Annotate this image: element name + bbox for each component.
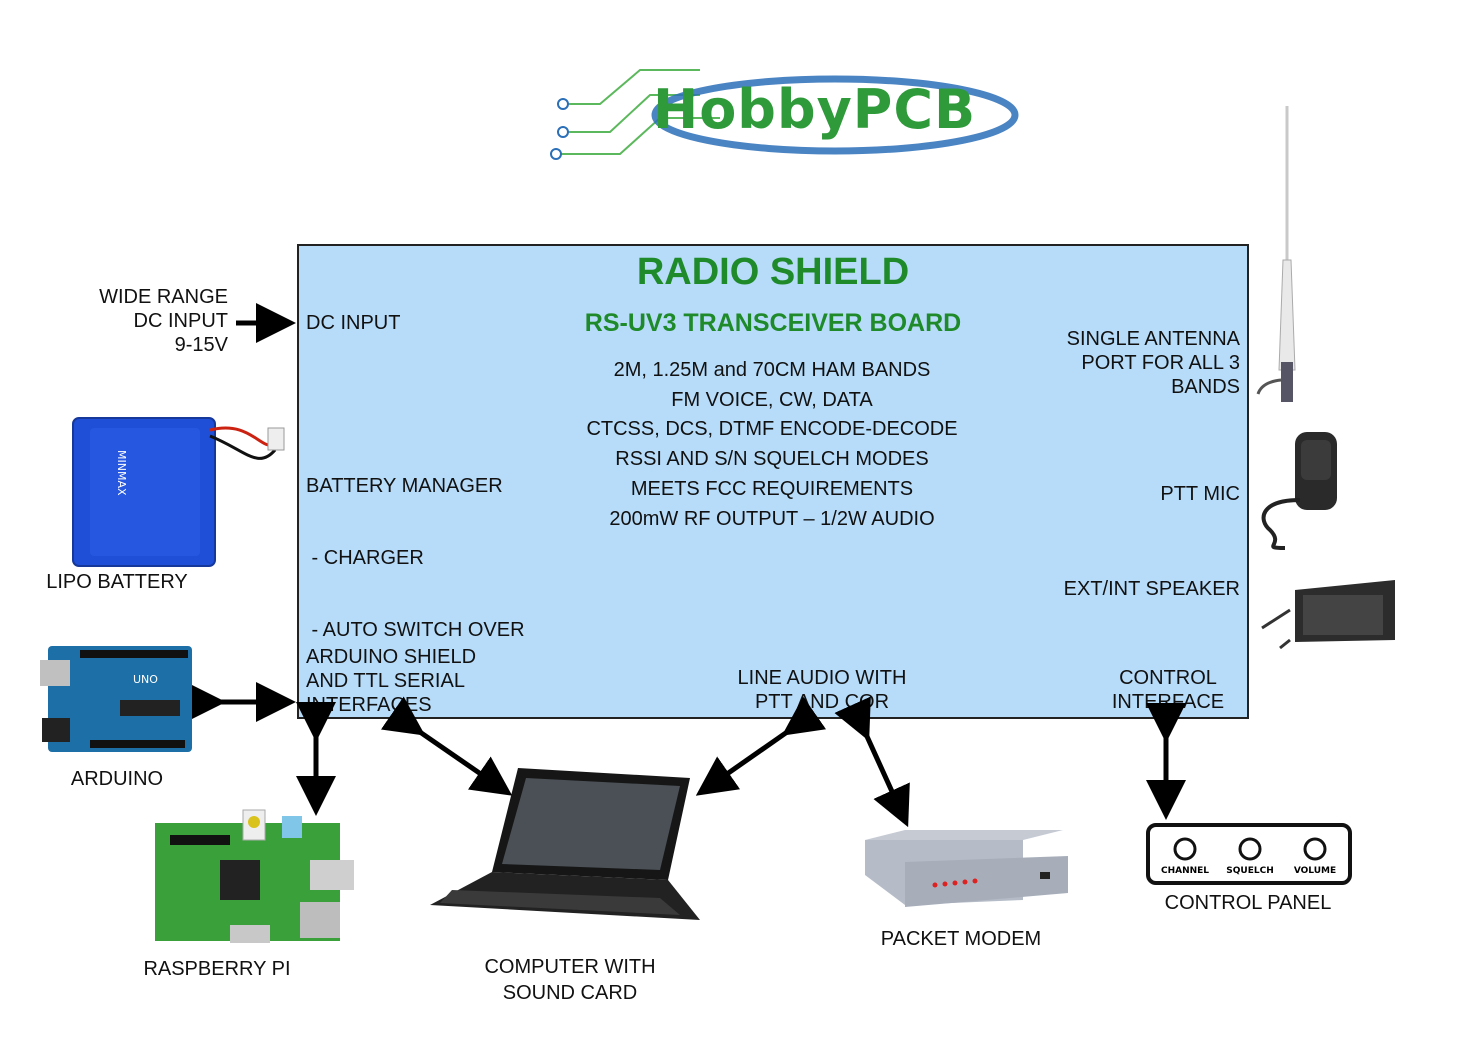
- channel-knob-label: CHANNEL: [1161, 866, 1209, 876]
- logo-text: HobbyPCB: [653, 78, 977, 141]
- raspberry-pi-label: RASPBERRY PI: [143, 958, 291, 980]
- feature-item: CTCSS, DCS, DTMF ENCODE-DECODE: [586, 418, 958, 441]
- channel-knob-icon: [1173, 837, 1197, 861]
- laptop-icon: [430, 768, 700, 920]
- radio-shield-box: [297, 244, 1249, 719]
- squelch-knob-icon: [1238, 837, 1262, 861]
- lipo-battery-icon: MINMAX: [72, 417, 285, 567]
- volume-knob-icon: [1303, 837, 1327, 861]
- packet-modem-arrow: [834, 696, 910, 828]
- dc-input-label: DC INPUT: [306, 312, 401, 334]
- ptt-mic-label: PTT MIC: [1160, 483, 1240, 505]
- ptt-mic-icon: [1261, 432, 1337, 550]
- speaker-icon: [1261, 580, 1395, 650]
- feature-item: MEETS FCC REQUIREMENTS: [630, 477, 914, 500]
- computer-right-arrow: [695, 696, 827, 796]
- control-panel-label: CONTROL PANEL: [1164, 892, 1332, 914]
- packet-modem-label: PACKET MODEM: [880, 928, 1042, 950]
- shield-title: RADIO SHIELD: [636, 251, 910, 293]
- feature-item: 200mW RF OUTPUT – 1/2W AUDIO: [609, 507, 935, 530]
- battery-manager-label: BATTERY MANAGER - CHARGER - AUTO SWITCH …: [306, 475, 525, 641]
- speaker-label: EXT/INT SPEAKER: [1063, 578, 1240, 600]
- feature-item: FM VOICE, CW, DATA: [671, 388, 873, 411]
- arduino-brand-text: UNO: [133, 673, 158, 686]
- control-interface-label: CONTROL INTERFACE: [1111, 667, 1225, 713]
- antenna-port-label: SINGLE ANTENNA PORT FOR ALL 3 BANDS: [1066, 328, 1240, 398]
- squelch-knob-label: SQUELCH: [1226, 866, 1273, 876]
- volume-knob-label: VOLUME: [1294, 866, 1336, 876]
- raspberry-pi-icon: [155, 809, 354, 943]
- feature-item: 2M, 1.25M and 70CM HAM BANDS: [613, 359, 931, 381]
- antenna-icon: [1256, 106, 1296, 402]
- arduino-label: ARDUINO: [70, 768, 164, 790]
- feature-list: 2M, 1.25M and 70CM HAM BANDS FM VOICE, C…: [547, 356, 997, 534]
- feature-item: RSSI AND S/N SQUELCH MODES: [615, 448, 929, 471]
- logo-swoosh: [651, 75, 1019, 155]
- battery-brand-text: MINMAX: [115, 450, 128, 496]
- packet-modem-icon: [865, 830, 1068, 907]
- computer-left-arrow: [380, 696, 513, 796]
- lipo-battery-label: LIPO BATTERY: [46, 571, 188, 593]
- computer-label: COMPUTER WITH SOUND CARD: [484, 956, 656, 1004]
- arduino-board-icon: UNO: [40, 646, 192, 752]
- shield-subtitle: RS-UV3 TRANSCEIVER BOARD: [584, 309, 962, 337]
- control-panel-icon: CHANNEL SQUELCH VOLUME: [1146, 823, 1352, 885]
- wide-range-dc-label: WIDE RANGE DC INPUT 9-15V: [99, 286, 228, 356]
